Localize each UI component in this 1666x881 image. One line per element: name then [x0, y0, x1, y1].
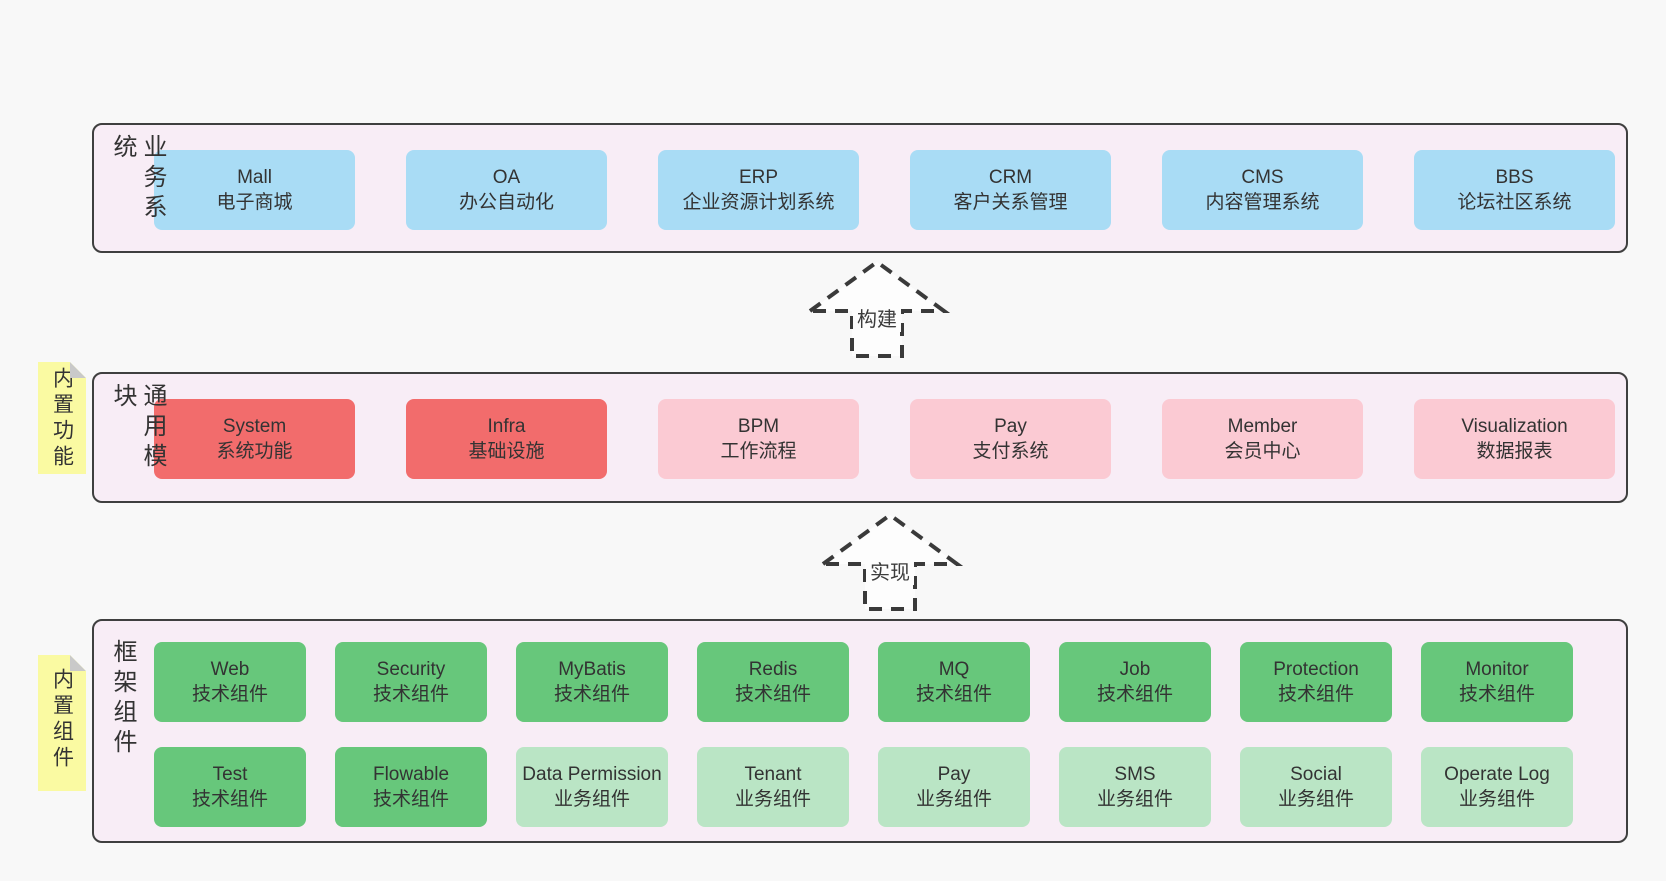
layer-common-modules: 通用模块 System 系统功能 Infra 基础设施 BPM 工作流程 Pay… [92, 372, 1628, 503]
sticky-note-built-in-features: 内置功能 [38, 362, 86, 474]
box-mall: Mall 电子商城 [154, 150, 355, 230]
box-monitor: Monitor 技术组件 [1421, 642, 1573, 722]
box-redis: Redis 技术组件 [697, 642, 849, 722]
box-tenant: Tenant 业务组件 [697, 747, 849, 827]
sticky-note-built-in-components: 内置组件 [38, 655, 86, 791]
box-job: Job 技术组件 [1059, 642, 1211, 722]
box-bpm: BPM 工作流程 [658, 399, 859, 479]
sticky-note-label: 内置功能 [50, 367, 74, 471]
box-bbs: BBS 论坛社区系统 [1414, 150, 1615, 230]
box-data-permission: Data Permission 业务组件 [516, 747, 668, 827]
box-oa: OA 办公自动化 [406, 150, 607, 230]
sticky-note-label: 内置组件 [50, 668, 74, 772]
layer-business-systems: 业务系统 Mall 电子商城 OA 办公自动化 ERP 企业资源计划系统 CRM… [92, 123, 1628, 253]
components-row-2: Test 技术组件 Flowable 技术组件 Data Permission … [154, 747, 1626, 827]
build-arrow-label: 构建 [853, 303, 901, 332]
layer-framework-components: 框架组件 Web 技术组件 Security 技术组件 MyBatis 技术组件… [92, 619, 1628, 843]
folded-corner-icon [70, 362, 86, 378]
build-arrow: 构建 [802, 255, 952, 361]
common-modules-row: System 系统功能 Infra 基础设施 BPM 工作流程 Pay 支付系统… [154, 374, 1626, 479]
layer-label-common-modules: 通用模块 [109, 383, 166, 473]
box-protection: Protection 技术组件 [1240, 642, 1392, 722]
implement-arrow: 实现 [815, 508, 965, 614]
layer-label-framework-components: 框架组件 [109, 639, 136, 759]
box-member: Member 会员中心 [1162, 399, 1363, 479]
business-systems-row: Mall 电子商城 OA 办公自动化 ERP 企业资源计划系统 CRM 客户关系… [154, 125, 1626, 230]
layer-label-business-systems: 业务系统 [109, 134, 166, 224]
box-system: System 系统功能 [154, 399, 355, 479]
box-test: Test 技术组件 [154, 747, 306, 827]
box-operate-log: Operate Log 业务组件 [1421, 747, 1573, 827]
box-erp: ERP 企业资源计划系统 [658, 150, 859, 230]
components-row-1: Web 技术组件 Security 技术组件 MyBatis 技术组件 Redi… [154, 642, 1626, 722]
box-web: Web 技术组件 [154, 642, 306, 722]
framework-components-rows: Web 技术组件 Security 技术组件 MyBatis 技术组件 Redi… [94, 621, 1626, 827]
box-pay-module: Pay 支付系统 [910, 399, 1111, 479]
box-sms: SMS 业务组件 [1059, 747, 1211, 827]
folded-corner-icon [70, 655, 86, 671]
box-visualization: Visualization 数据报表 [1414, 399, 1615, 479]
box-security: Security 技术组件 [335, 642, 487, 722]
box-cms: CMS 内容管理系统 [1162, 150, 1363, 230]
box-pay-component: Pay 业务组件 [878, 747, 1030, 827]
box-crm: CRM 客户关系管理 [910, 150, 1111, 230]
box-mybatis: MyBatis 技术组件 [516, 642, 668, 722]
box-flowable: Flowable 技术组件 [335, 747, 487, 827]
box-mq: MQ 技术组件 [878, 642, 1030, 722]
box-social: Social 业务组件 [1240, 747, 1392, 827]
implement-arrow-label: 实现 [866, 556, 914, 585]
box-infra: Infra 基础设施 [406, 399, 607, 479]
